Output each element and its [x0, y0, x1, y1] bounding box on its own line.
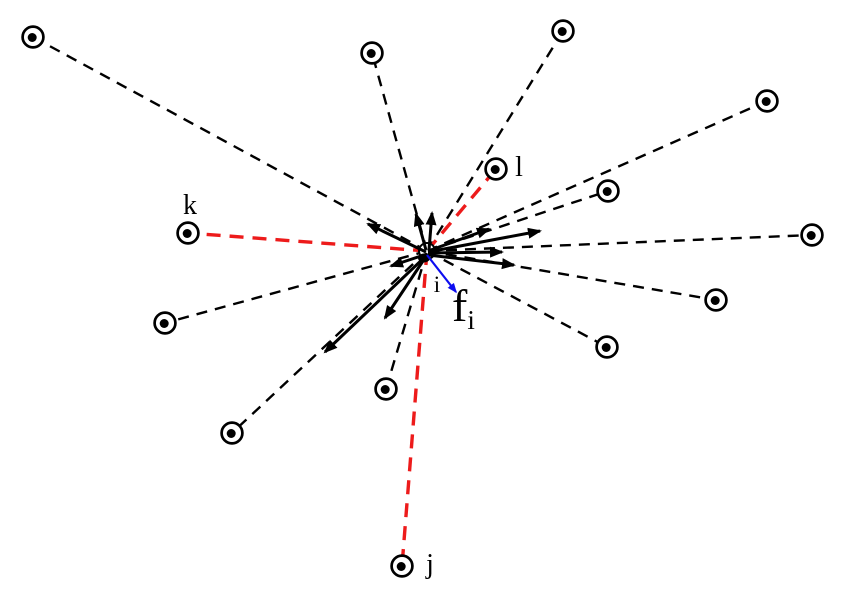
node-dot — [159, 319, 169, 328]
node-11 — [374, 377, 398, 401]
node-12 — [220, 421, 244, 445]
node-dot — [806, 231, 816, 240]
node-dot — [761, 97, 771, 106]
node-dot — [380, 385, 390, 394]
node-8 — [704, 288, 728, 312]
highlighted-edge-j — [400, 250, 429, 567]
force-arrow-9 — [323, 252, 430, 354]
node-dot — [226, 429, 236, 438]
edge-5 — [426, 189, 609, 253]
net-force-label: fi — [452, 280, 475, 335]
dashed-edges-layer — [32, 30, 813, 567]
node-dot — [396, 562, 406, 571]
node-dot — [710, 296, 720, 305]
edge-6 — [426, 233, 813, 253]
net-force-arrow — [426, 254, 457, 294]
node-k — [176, 221, 200, 245]
net-force-layer — [426, 254, 457, 294]
node-dot — [601, 343, 611, 352]
force-arrow-8 — [383, 254, 429, 320]
node-3 — [755, 89, 779, 113]
edge-9 — [426, 249, 608, 349]
edge-2 — [425, 30, 565, 252]
force-arrow-0 — [366, 222, 427, 254]
force-arrow-1 — [413, 212, 428, 251]
node-j — [390, 554, 414, 578]
net-force-label-subscript: i — [467, 305, 475, 335]
node-dot — [366, 49, 376, 58]
edge-10 — [164, 249, 428, 325]
center-node-label: i — [434, 272, 440, 297]
highlighted-edge-l — [425, 167, 498, 253]
node-6 — [800, 223, 824, 247]
node-0 — [21, 25, 45, 49]
edge-1 — [370, 52, 429, 252]
node-label-l: l — [515, 152, 523, 183]
node-label-j: j — [425, 549, 434, 580]
edge-8 — [426, 249, 717, 302]
node-5 — [596, 179, 620, 203]
node-10 — [153, 311, 177, 335]
force-arrows-layer — [323, 211, 542, 354]
node-2 — [551, 19, 575, 43]
force-arrow-4 — [427, 227, 542, 254]
force-arrow-5 — [427, 246, 504, 258]
node-9 — [595, 335, 619, 359]
node-dot — [602, 187, 612, 196]
node-dot — [490, 165, 500, 174]
force-arrow-2 — [425, 211, 437, 251]
edge-0 — [32, 35, 428, 253]
edge-11 — [384, 250, 429, 390]
highlighted-edge-k — [187, 231, 428, 253]
node-dot — [557, 27, 567, 36]
node-1 — [360, 41, 384, 65]
node-label-k: k — [183, 190, 197, 221]
particle-nodes-layer — [21, 19, 824, 578]
force-arrow-6 — [427, 253, 516, 270]
node-dot — [27, 33, 37, 42]
force-arrow-3 — [427, 227, 491, 253]
node-l — [484, 157, 508, 181]
node-dot — [182, 229, 192, 238]
edge-3 — [426, 99, 768, 253]
